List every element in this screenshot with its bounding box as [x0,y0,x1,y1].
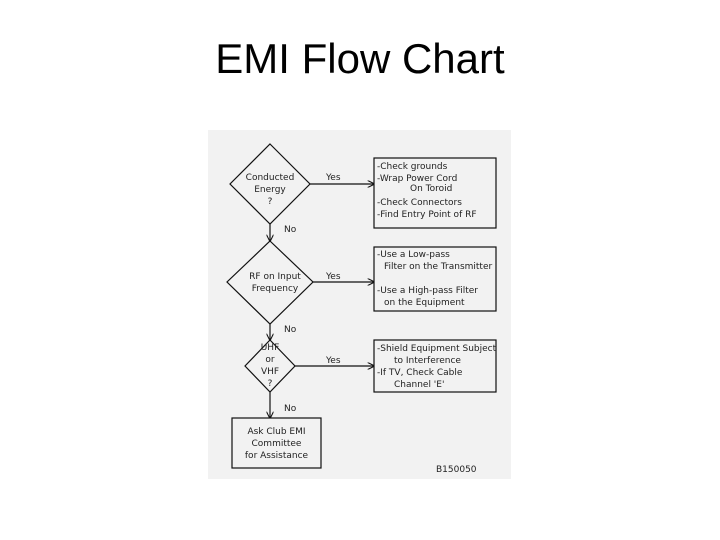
flow-chart: Conducted Energy ? Yes No -Check grounds… [208,130,511,479]
action-3-line-2: to Interference [394,356,461,366]
decision-3-yes-label: Yes [326,356,341,366]
slide-title: EMI Flow Chart [215,35,505,82]
action-1-line-3: On Toroid [410,184,453,194]
figure-id: B150050 [436,465,477,475]
decision-1-no-label: No [284,225,297,235]
action-2-line-4: on the Equipment [384,298,465,308]
action-1-line-4: -Check Connectors [377,198,462,208]
action-1-line-5: -Find Entry Point of RF [377,210,477,220]
decision-3-question: UHF or VHF ? [260,343,280,389]
terminal-text: Ask Club EMI Committee for Assistance [244,427,309,461]
decision-2-question: RF on Input Frequency [249,272,301,294]
action-2-line-3: -Use a High-pass Filter [377,286,478,296]
action-3-line-1: -Shield Equipment Subject [377,344,497,354]
action-3-line-3: -If TV, Check Cable [377,368,463,378]
action-1-line-1: -Check grounds [377,162,448,172]
action-2-line-2: Filter on the Transmitter [384,262,493,272]
terminal-box [231,417,322,469]
action-2-line-1: -Use a Low-pass [377,250,450,260]
action-box-1 [373,157,497,229]
decision-3-no-label: No [284,404,297,414]
decision-2-no-label: No [284,325,297,335]
action-1-line-2: -Wrap Power Cord [377,174,458,184]
decision-1-yes-label: Yes [326,173,341,183]
decision-2-yes-label: Yes [326,272,341,282]
decision-1-question: Conducted Energy ? [245,173,295,207]
flow-chart-shapes [226,143,497,469]
action-3-line-4: Channel 'E' [394,380,445,390]
